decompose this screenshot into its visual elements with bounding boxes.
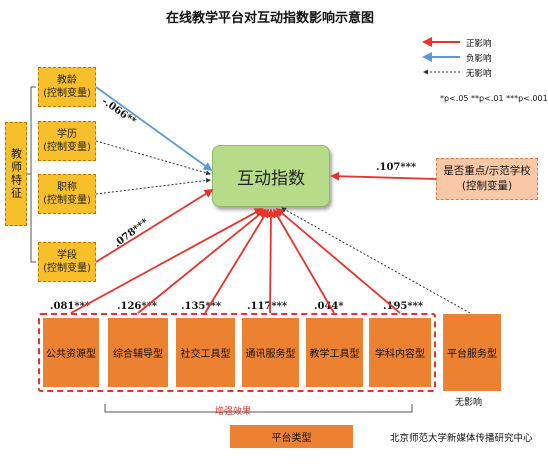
coef-label: .081*** [50,301,91,312]
platform-service-no-effect-label: 无影响 [455,398,483,408]
coef-school-label: .107*** [376,162,417,173]
arrow-school [330,171,437,181]
platform-type-box: 教学工具型 [305,317,364,388]
teacher-feature-box: 教师特征 [5,122,27,226]
arrow-platform [266,208,276,314]
arrow-platform [204,208,269,314]
platform-type-box: 学科内容型 [368,317,432,388]
control-xueduan-box: 学段 (控制变量) [38,242,96,282]
arrow-jiaoling [95,86,213,172]
platform-type-box: 通讯服务型 [241,317,300,388]
platform-type-box: 公共资源型 [42,317,100,388]
coef-label: .117*** [247,301,288,312]
teacher-brace [27,86,36,263]
coef-label: .195*** [383,301,424,312]
bottom-bracket [104,404,413,413]
platform-type-box: 综合辅导型 [107,317,169,388]
arrow-xueduan [95,189,214,263]
arrow-platform [137,208,267,314]
legend-negative-label: 负影响 [466,54,492,64]
school-control-box: 是否重点/示范学校 (控制变量) [436,158,538,200]
platform-group-dashed-frame [38,313,436,392]
control-jiaoling-box: 教龄 (控制变量) [38,67,96,107]
control-zhicheng-box: 职称 (控制变量) [38,174,96,214]
coef-label: .135*** [181,301,222,312]
coef-label: .126*** [117,301,158,312]
coef-label: .044* [314,301,344,312]
source-credit: 北京师范大学新媒体传播研究中心 [390,433,533,444]
arrow-zhicheng [95,178,211,195]
control-xueli-box: 学历 (控制变量) [38,121,96,161]
legend-significance: *p<.05 **p<.01 ***p<.001 [440,94,548,103]
arrow-platform [70,208,264,314]
legend-positive-label: 正影响 [466,39,492,49]
arrow-platform [275,207,401,314]
platform-category-box: 平台类型 [229,424,354,449]
platform-service-box: 平台服务型 [442,313,502,392]
diagram-title: 在线教学平台对互动指数影响示意图 [165,11,374,26]
legend-none-label: 无影响 [466,69,492,79]
arrow-platform-service [281,207,471,314]
interaction-index-box: 互动指数 [212,145,330,207]
platform-type-box: 社交工具型 [175,317,236,388]
arrow-platform [273,208,335,314]
